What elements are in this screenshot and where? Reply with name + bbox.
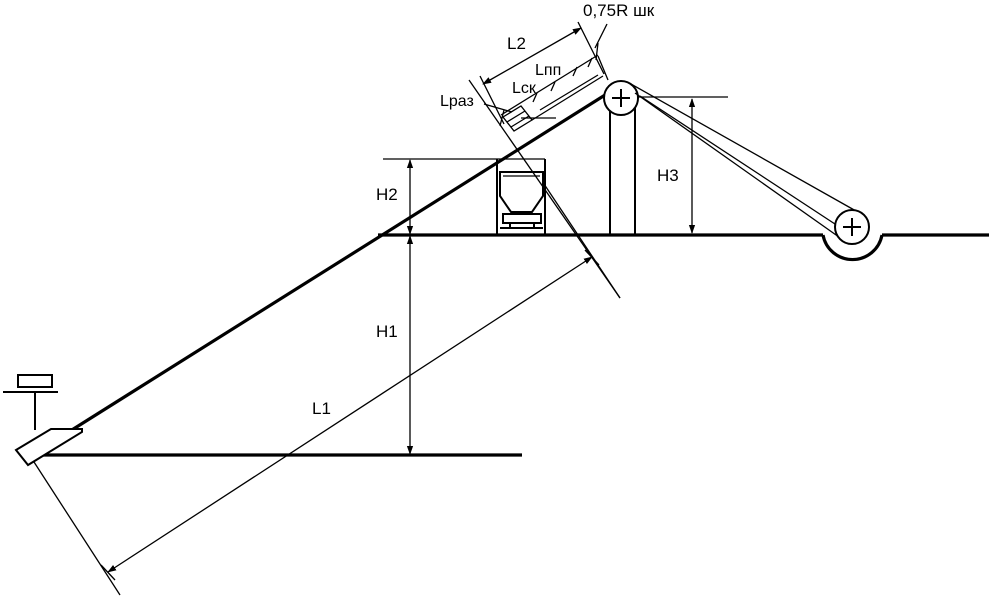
wagon-body [502, 213, 542, 224]
r075-label: 0,75R шк [583, 1, 655, 20]
l2-label: L2 [507, 34, 526, 53]
l2-extension-right [577, 21, 605, 75]
pulley-pit [821, 234, 884, 262]
h3-label: H3 [657, 166, 679, 185]
r075-leader [594, 23, 608, 49]
lpp-tick-1 [572, 66, 578, 77]
rope-upper [630, 83, 857, 212]
lraz-tick [499, 109, 505, 127]
l2-dimension-line [482, 27, 582, 85]
rope-middle [639, 95, 839, 227]
l1-tick-bottom [100, 564, 116, 581]
lpp-label: Lпп [535, 62, 561, 79]
h2-label: H2 [376, 185, 398, 204]
l2-parallel-2 [539, 74, 599, 111]
lraz-leader [483, 103, 513, 113]
loader-motor [17, 374, 53, 388]
unload-inner-1 [506, 110, 526, 123]
l2-parallel-1 [531, 75, 604, 121]
r075-tick [595, 42, 599, 61]
h1-label: H1 [376, 322, 398, 341]
bunker-hopper [499, 171, 544, 213]
l2-edge [597, 55, 609, 81]
lsk-tick-1 [532, 92, 538, 103]
l2-sub-dimension-line [500, 54, 599, 116]
lpp-tick-2 [587, 57, 593, 68]
loading-bin [14, 428, 83, 467]
l1-extension-bottom [33, 461, 121, 596]
rope-lower [634, 92, 847, 243]
l1-dimension-line [107, 256, 593, 573]
lraz-label: Lраз [440, 93, 474, 110]
lsk-label: Lск [512, 80, 537, 97]
l1-label: L1 [312, 399, 331, 418]
unload-perpendicular [468, 79, 621, 299]
